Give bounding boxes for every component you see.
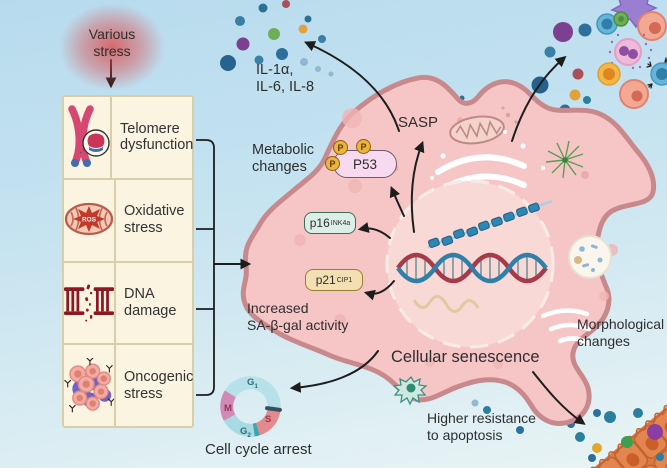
cell-cycle-arrest-label: Cell cycle arrest <box>205 441 312 458</box>
arrow-sasp-secretion <box>303 41 400 132</box>
cellular-senescence-title: Cellular senescence <box>391 348 540 366</box>
arrow-to-cell-cycle <box>289 350 379 393</box>
vesicle-icon <box>568 235 612 279</box>
nucleosome-beads <box>427 199 553 249</box>
stress-bracket <box>196 139 215 396</box>
stress-item-label: DNA damage <box>124 286 177 319</box>
metabolic-changes-label: Metabolic changes <box>252 142 315 176</box>
stress-panel: Telomere dysfunction ROS Oxidative stres… <box>62 95 194 428</box>
interleukins-label: IL-1α, IL-6, IL-8 <box>256 62 315 96</box>
stress-item-dna-damage: DNA damage <box>64 262 192 346</box>
phase-m: M <box>224 403 232 414</box>
phosphate-badge: P <box>356 139 371 154</box>
arrow-nucleus-to-p53 <box>389 185 405 217</box>
arrow-nucleus-to-sasp <box>410 140 425 233</box>
stress-item-telomere: Telomere dysfunction <box>64 97 194 180</box>
phase-g2: G2 <box>240 426 252 439</box>
p16-label: p16 <box>309 216 330 230</box>
p53-label: P53 <box>352 156 378 172</box>
phosphate-badge: P <box>333 140 348 155</box>
mitochondria-ros-icon: ROS <box>64 179 116 261</box>
stress-item-label: Oncogenic stress <box>124 368 194 402</box>
chromosome-telomere-icon <box>64 97 112 178</box>
p21-superscript: CIP1 <box>336 276 353 284</box>
ros-label: ROS <box>82 217 97 224</box>
p53-marker: P53 <box>333 150 397 178</box>
arrow-to-tissue <box>532 371 586 425</box>
b-cell-icon <box>646 57 667 89</box>
immune-cells <box>596 0 667 109</box>
centrosome-icon <box>545 140 584 179</box>
dna-helix-icon <box>396 252 548 284</box>
stress-item-oncogenic: Oncogenic stress <box>64 345 194 426</box>
phase-g1: G1 <box>247 377 259 390</box>
apoptosis-resistance-label: Higher resistance to apoptosis <box>427 410 536 443</box>
phase-s: S <box>265 414 272 425</box>
spiky-vesicle-icon <box>392 375 428 406</box>
macrophage-icon <box>619 11 667 109</box>
eosinophil-icon <box>608 33 653 70</box>
stress-item-oxidative: ROS Oxidative stress <box>64 179 192 263</box>
stress-item-label: Oxidative stress <box>124 203 185 237</box>
er-icon <box>540 308 592 346</box>
mito-vesicle-dots <box>501 106 518 124</box>
p16-superscript: INK4a <box>330 219 351 227</box>
arrow-nucleus-to-p21 <box>363 280 395 301</box>
sasp-label: SASP <box>398 114 439 131</box>
secreted-factor-dots-left <box>220 0 334 77</box>
chromatin-squiggle <box>412 295 480 313</box>
phosphate-badge: P <box>325 156 340 171</box>
arrow-to-immune-cells <box>511 55 567 142</box>
p21-label: p21 <box>315 273 336 287</box>
tumor-cells-icon <box>64 345 116 426</box>
stress-glow <box>60 4 164 90</box>
mitochondria-icon <box>449 115 505 145</box>
sa-bgal-label: Increased SA-β-gal activity <box>247 300 349 333</box>
nucleus <box>385 179 555 349</box>
morphological-changes-label: Morphological changes <box>577 316 665 349</box>
arrows <box>105 41 586 425</box>
broken-dna-icon <box>64 262 116 344</box>
arrow-nucleus-to-p16 <box>357 222 391 239</box>
various-stress-label: Various stress <box>88 26 136 59</box>
stress-item-label: Telomere dysfunction <box>120 120 194 154</box>
